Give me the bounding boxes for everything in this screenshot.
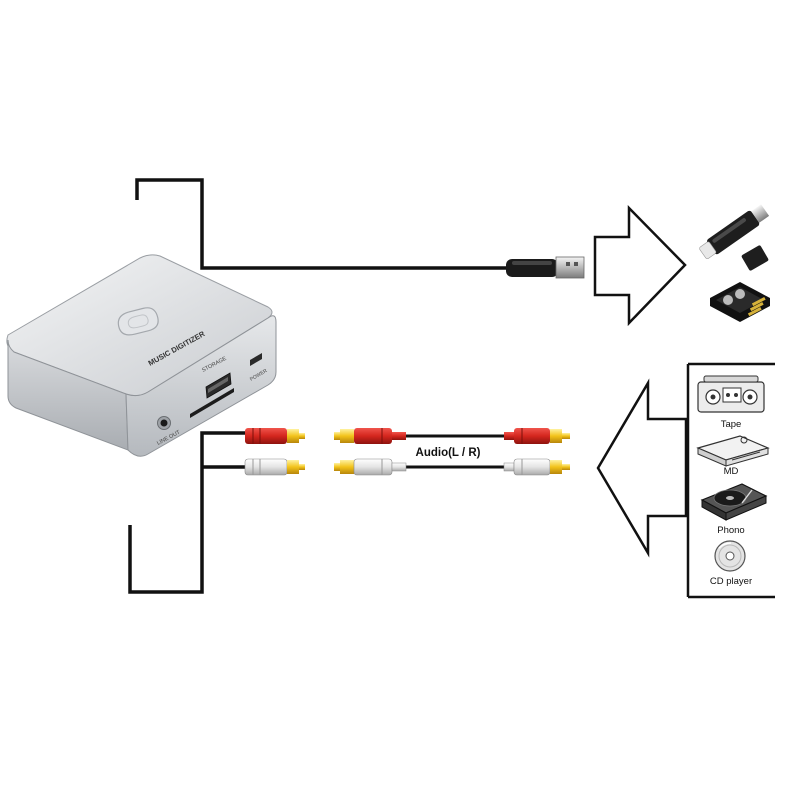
sd-card-icon: [710, 282, 770, 322]
cassette-deck-icon: [697, 375, 765, 413]
rca-plug-red-middle: [334, 428, 406, 444]
source-cd-player: CD player: [710, 540, 752, 587]
usb-port: [205, 372, 232, 399]
source-md-label: MD: [724, 466, 739, 477]
source-tape-label: Tape: [721, 419, 742, 430]
source-md: MD: [696, 435, 770, 477]
source-tape: Tape: [697, 375, 765, 430]
audio-cable-label: Audio(L / R): [416, 447, 481, 459]
md-player-icon: [696, 435, 770, 467]
power-port: [250, 353, 262, 366]
input-arrow: [596, 378, 688, 558]
rca-cable-red: [245, 428, 570, 444]
record-button: [117, 307, 159, 336]
output-arrow: [593, 204, 687, 327]
music-digitizer-device: MUSIC DIGITIZER STORAGE POWER LINE OUT: [6, 254, 277, 457]
audio-sources-panel: Tape MD Phono: [686, 362, 775, 599]
cd-disc-icon: [714, 540, 746, 572]
rca-plug-red-right: [504, 428, 570, 444]
line-out-jack: [157, 416, 171, 430]
usb-plug: [506, 256, 585, 279]
sd-card-slot: [190, 388, 234, 418]
rca-plug-red-left: [245, 428, 305, 444]
rca-plug-white-right: [503, 458, 570, 476]
turntable-icon: [700, 483, 768, 521]
audio-connection-line: [128, 431, 246, 594]
source-phono: Phono: [700, 483, 768, 536]
usb-flash-drive-icon: [699, 204, 770, 271]
source-cd-player-label: CD player: [710, 576, 752, 587]
rca-cable-white: [244, 458, 570, 476]
rca-plug-white-left: [244, 458, 305, 476]
usb-connection-line: [135, 178, 510, 270]
rca-plug-white-middle: [334, 458, 407, 476]
source-phono-label: Phono: [717, 525, 744, 536]
